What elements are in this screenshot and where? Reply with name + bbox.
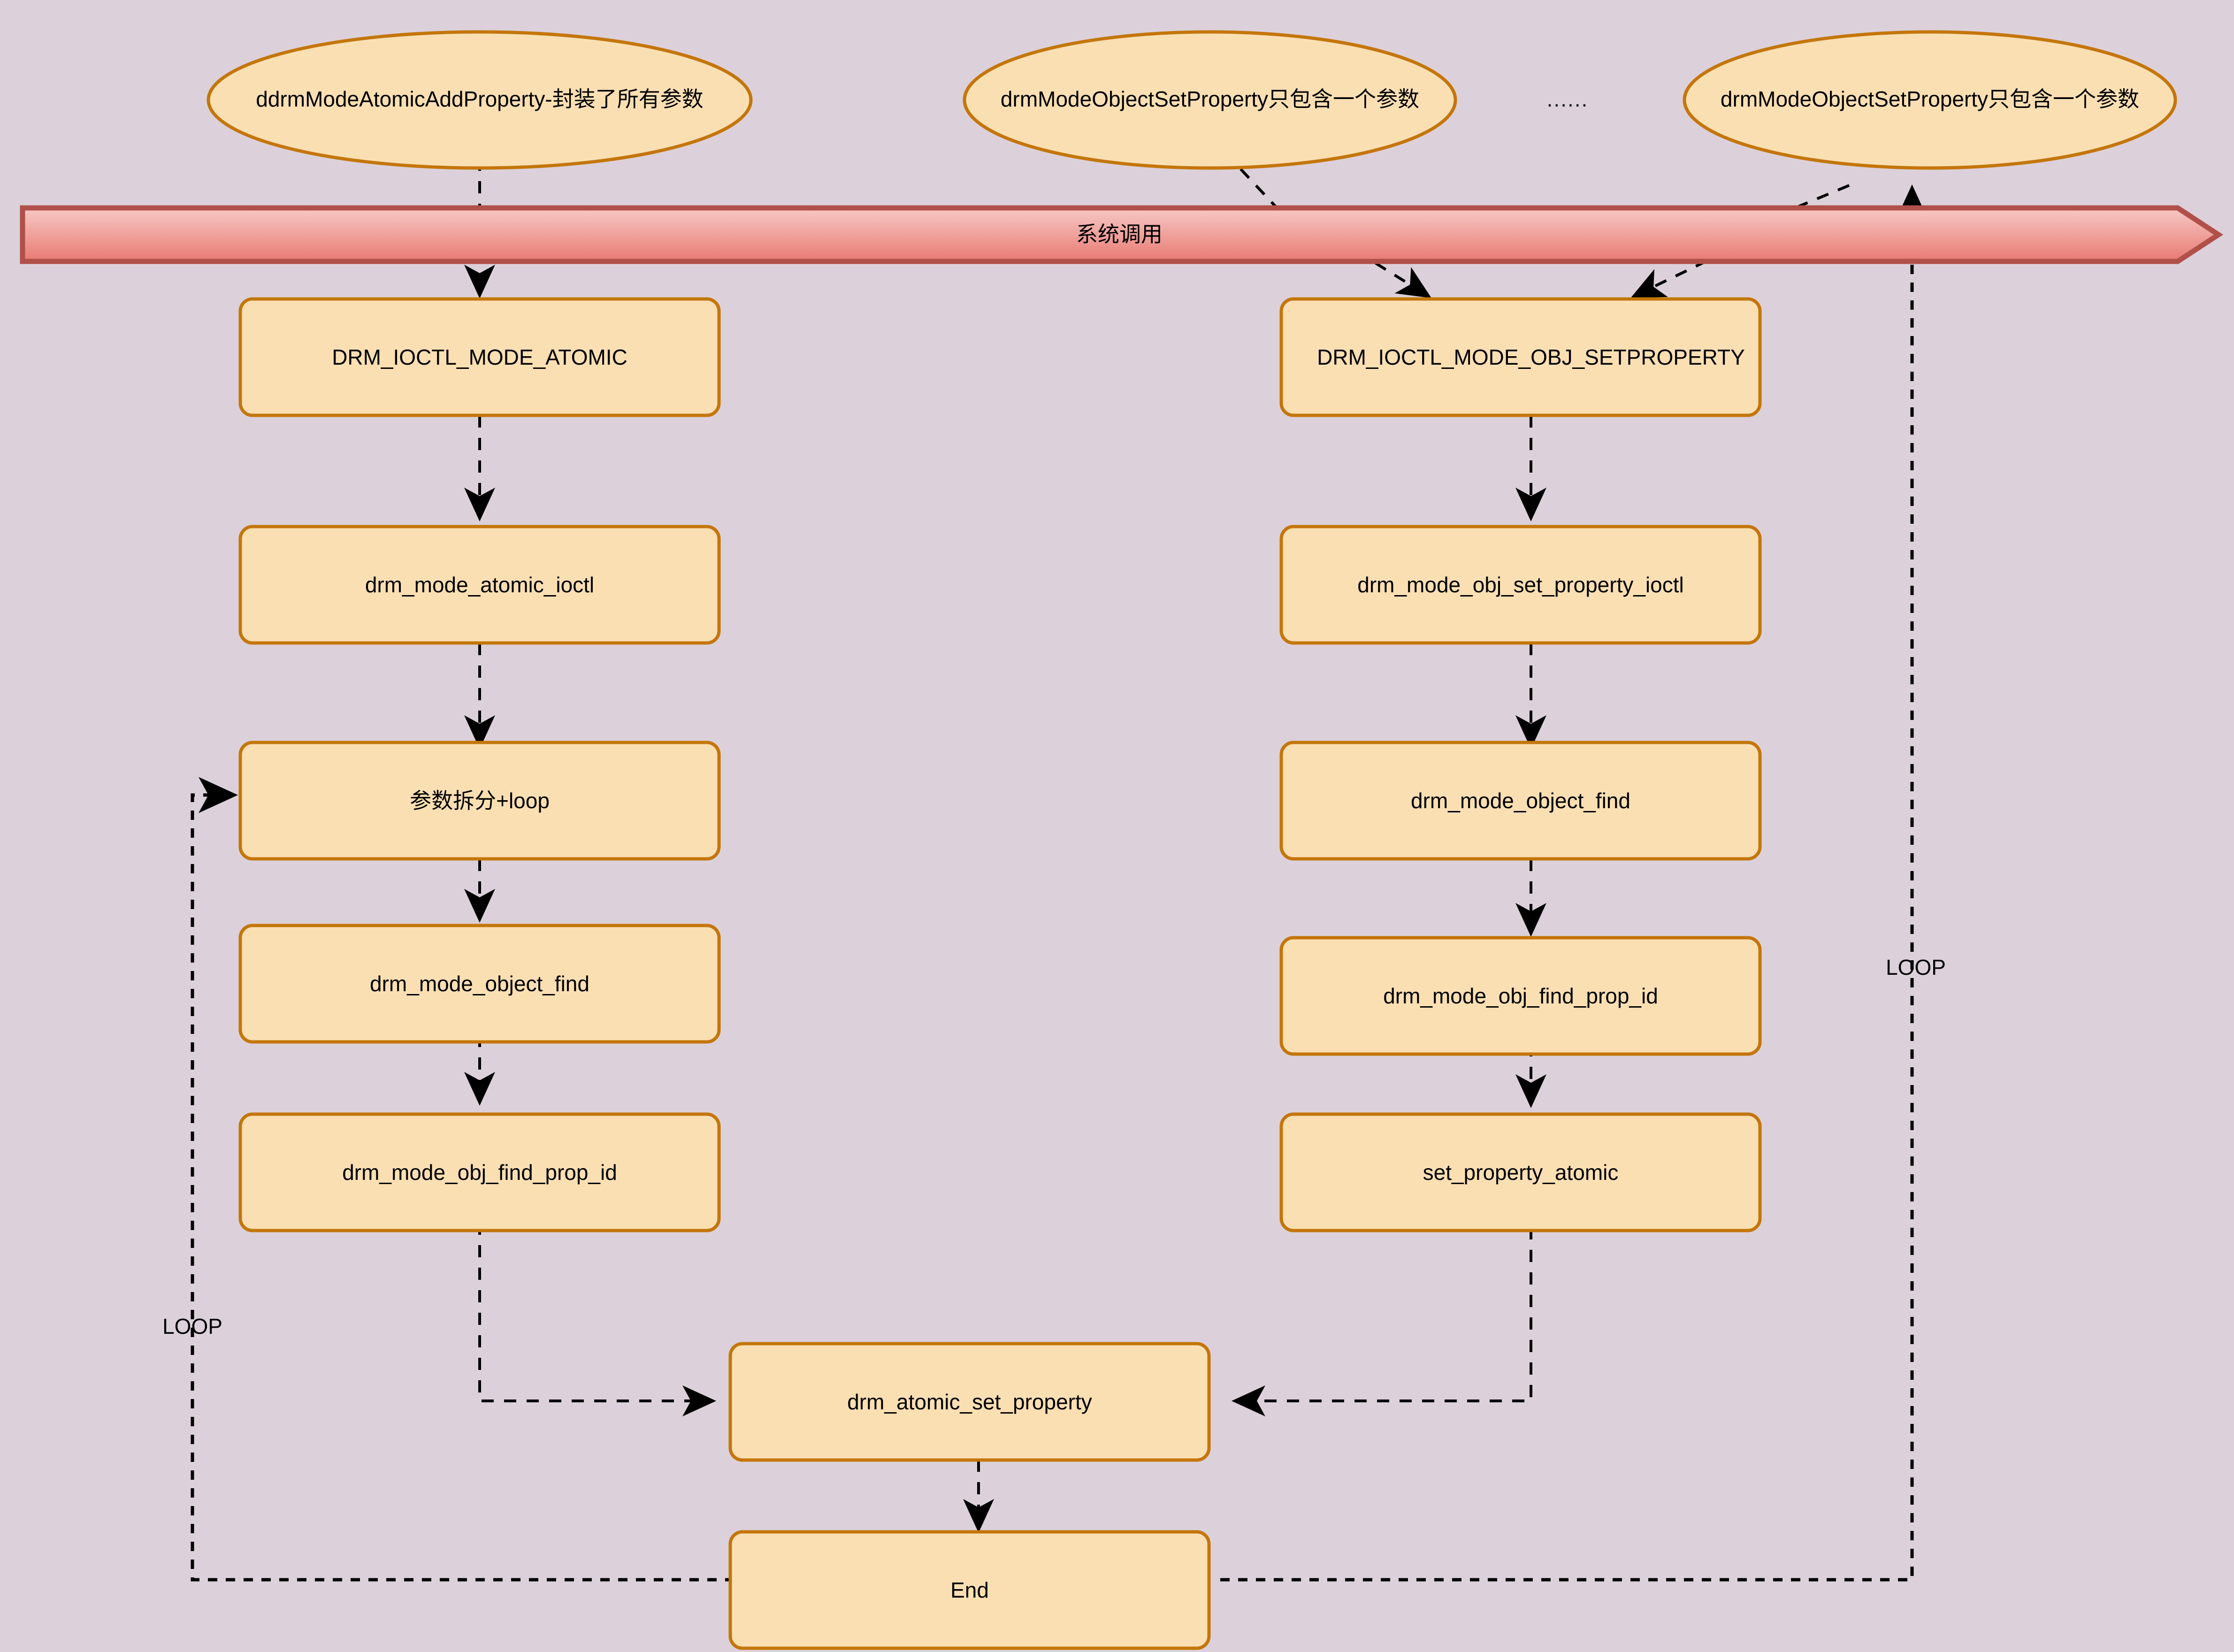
loop-label-left: LOOP [162,1314,222,1338]
terminal-drmmodeobjectsetproperty-2-label: drmModeObjectSetProperty只包含一个参数 [1721,87,2139,111]
edge-banner-to-obj-setproperty-right [1630,250,1728,298]
system-call-banner: 系统调用 [20,205,2224,264]
edge-term-objset2-to-banner [1798,184,1850,208]
node-drm-mode-obj-find-prop-id-right-label: drm_mode_obj_find_prop_id [1383,984,1658,1008]
loop-label-right-text: LOOP [1886,955,1946,979]
node-param-split-loop-label: 参数拆分+loop [410,788,550,813]
loop-label-right: LOOP [1886,955,1946,979]
terminal-drmmodeobjectsetproperty-1-label: drmModeObjectSetProperty只包含一个参数 [1001,87,1419,111]
node-drm-atomic-set-property-label: drm_atomic_set_property [847,1390,1092,1414]
node-drm-mode-atomic-ioctl-label: drm_mode_atomic_ioctl [365,573,594,597]
terminal-drmmodeobjectsetproperty-1[interactable]: drmModeObjectSetProperty只包含一个参数 [963,30,1457,170]
node-drm-atomic-set-property[interactable]: drm_atomic_set_property [728,1342,1211,1462]
node-drm-ioctl-mode-obj-setproperty[interactable]: DRM_IOCTL_MODE_OBJ_SETPROPERTY [1279,297,1762,417]
node-drm-mode-object-find-left-label: drm_mode_object_find [370,971,589,996]
edge-right-to-atomic-set-property [1232,1227,1532,1416]
edge-banner-to-obj-setproperty-left [1355,250,1432,298]
node-drm-ioctl-mode-obj-setproperty-label: DRM_IOCTL_MODE_OBJ_SETPROPERTY [1317,345,1745,369]
edge-term-objset1-to-banner [1209,135,1277,208]
node-drm-mode-obj-find-prop-id-left[interactable]: drm_mode_obj_find_prop_id [238,1112,721,1232]
loop-label-left-text: LOOP [162,1314,222,1338]
node-drm-mode-obj-find-prop-id-left-label: drm_mode_obj_find_prop_id [342,1160,617,1185]
node-param-split-loop[interactable]: 参数拆分+loop [238,741,721,861]
node-drm-ioctl-mode-atomic-label: DRM_IOCTL_MODE_ATOMIC [332,345,627,369]
node-drm-ioctl-mode-atomic[interactable]: DRM_IOCTL_MODE_ATOMIC [238,297,721,417]
node-set-property-atomic[interactable]: set_property_atomic [1279,1112,1762,1232]
edge-loop-left [191,777,734,1582]
node-drm-mode-obj-set-property-ioctl[interactable]: drm_mode_obj_set_property_ioctl [1279,525,1762,645]
node-set-property-atomic-label: set_property_atomic [1423,1160,1619,1185]
system-call-banner-label: 系统调用 [1076,222,1163,246]
terminal-ddrmmodeatomicaddproperty[interactable]: ddrmModeAtomicAddProperty-封装了所有参数 [207,30,753,170]
node-end-label: End [950,1578,989,1602]
terminal-drmmodeobjectsetproperty-2[interactable]: drmModeObjectSetProperty只包含一个参数 [1683,30,2177,170]
node-drm-mode-obj-find-prop-id-right[interactable]: drm_mode_obj_find_prop_id [1279,936,1762,1056]
node-drm-mode-obj-set-property-ioctl-label: drm_mode_obj_set_property_ioctl [1357,573,1684,597]
node-drm-mode-atomic-ioctl[interactable]: drm_mode_atomic_ioctl [238,525,721,645]
node-drm-mode-object-find-right[interactable]: drm_mode_object_find [1279,741,1762,861]
node-drm-mode-object-find-right-label: drm_mode_object_find [1411,788,1630,813]
terminal-ddrmmodeatomicaddproperty-label: ddrmModeAtomicAddProperty-封装了所有参数 [256,87,703,111]
ellipsis-separator: ...... [1547,87,1589,111]
node-end[interactable]: End [728,1530,1211,1650]
node-drm-mode-object-find-left[interactable]: drm_mode_object_find [238,924,721,1044]
ellipsis-label: ...... [1547,87,1589,111]
edge-left-to-atomic-set-property [478,1223,716,1416]
